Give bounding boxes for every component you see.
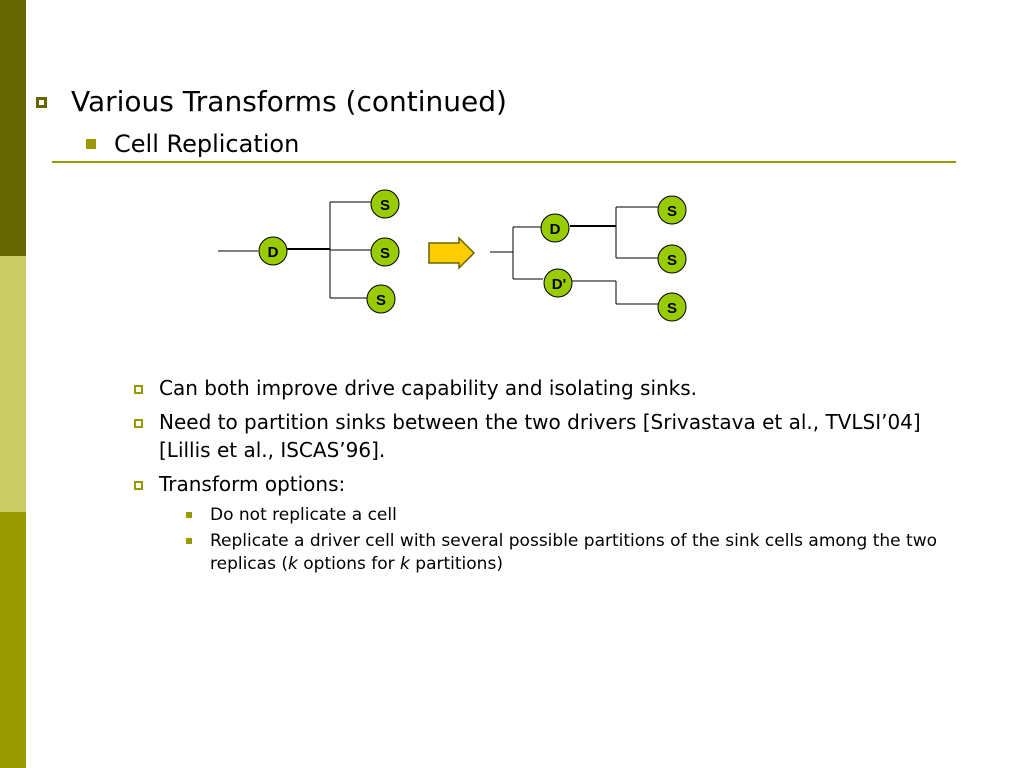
option-text-part: options for	[297, 554, 401, 574]
subtitle-row: Cell Replication	[86, 129, 299, 159]
option-text-part: partitions)	[409, 554, 503, 574]
sink-node	[657, 244, 687, 274]
sink-node	[370, 189, 400, 219]
sink-node	[370, 237, 400, 267]
sink-label: S	[376, 292, 386, 309]
right-arrow-icon	[428, 236, 476, 270]
bullet-text: Can both improve drive capability and is…	[159, 376, 698, 400]
filled-square-bullet-icon	[186, 538, 192, 544]
original-net: D S S S	[218, 189, 400, 314]
replicated-net: D D' S S S	[490, 195, 687, 322]
sidebar-band-top	[0, 0, 26, 256]
list-item: Can both improve drive capability and is…	[134, 374, 954, 402]
bullet-text: Need to partition sinks between the two …	[159, 410, 921, 462]
sub-list-item: Replicate a driver cell with several pos…	[186, 530, 954, 576]
title-row: Various Transforms (continued)	[36, 84, 507, 120]
square-bullet-icon	[134, 385, 143, 394]
driver-label: D	[268, 244, 279, 261]
option-text-part: Replicate a driver cell with several pos…	[210, 531, 938, 574]
sink-node	[366, 284, 396, 314]
sidebar-band-bottom	[0, 512, 26, 768]
list-item: Transform options:	[134, 470, 954, 498]
driver-node	[540, 213, 570, 243]
bullet-text: Transform options:	[159, 472, 346, 496]
sink-label: S	[667, 203, 677, 220]
filled-square-bullet-icon	[86, 139, 96, 149]
driver-label: D	[550, 221, 561, 238]
driver-node	[258, 236, 288, 266]
option-text: Do not replicate a cell	[210, 505, 397, 525]
square-bullet-icon	[36, 96, 47, 108]
sub-list-item: Do not replicate a cell	[186, 504, 954, 527]
square-bullet-icon	[134, 419, 143, 428]
sink-label: S	[380, 245, 390, 262]
option-text: Replicate a driver cell with several pos…	[210, 530, 954, 576]
title-divider	[52, 161, 956, 163]
replica-driver-node	[543, 268, 573, 298]
replica-driver-label: D'	[552, 276, 566, 293]
sink-label: S	[380, 197, 390, 214]
italic-k: k	[287, 554, 298, 574]
sink-node	[657, 195, 687, 225]
square-bullet-icon	[134, 481, 143, 490]
sidebar-band-middle	[0, 256, 26, 512]
bullet-list: Can both improve drive capability and is…	[134, 374, 954, 579]
sink-label: S	[667, 300, 677, 317]
slide-title: Various Transforms (continued)	[71, 85, 507, 118]
list-item: Need to partition sinks between the two …	[134, 408, 954, 464]
italic-k: k	[400, 554, 410, 574]
slide-subtitle: Cell Replication	[114, 130, 300, 158]
sink-node	[657, 292, 687, 322]
sink-label: S	[667, 252, 677, 269]
filled-square-bullet-icon	[186, 512, 192, 518]
